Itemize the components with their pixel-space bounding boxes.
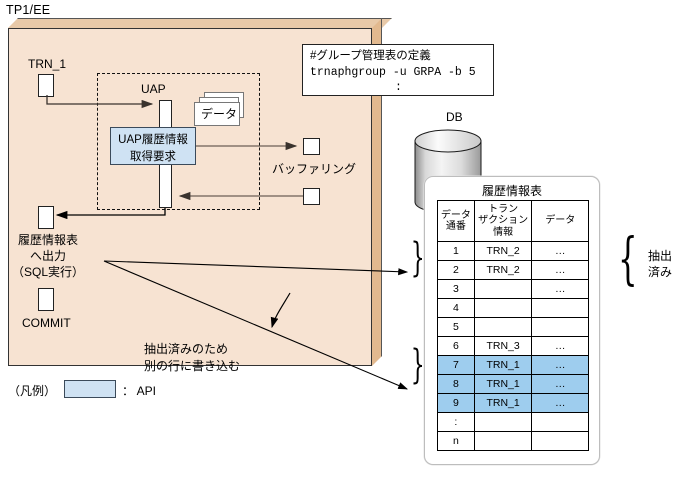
- table-cell-trn: [473, 279, 533, 299]
- db-label: DB: [446, 110, 463, 124]
- history-output-line3: （SQL実行）: [11, 265, 84, 280]
- table-cell-no: 9: [437, 393, 475, 413]
- table-row: 5: [437, 317, 589, 337]
- hdr-trn-l2: ザクション: [478, 215, 529, 227]
- uap-boundary: [97, 73, 260, 210]
- hdr-trn-l1: トラン: [488, 204, 519, 216]
- table-cell-trn: [473, 317, 533, 337]
- table-cell-no: 1: [437, 241, 475, 261]
- trn-label: TRN_1: [28, 57, 67, 71]
- hdr-data-l1: データ: [545, 215, 576, 227]
- commit-process-box: [38, 288, 54, 311]
- table-cell-trn: [473, 298, 533, 318]
- table-cell-no: 4: [437, 298, 475, 318]
- data-card-front: [194, 102, 240, 126]
- api-box-line1: UAP履歴情報: [118, 134, 188, 146]
- table-cell-data: [531, 298, 589, 318]
- table-cell-no: n: [437, 431, 475, 451]
- history-output-line1: 履歴情報表: [17, 233, 78, 247]
- page-title: TP1/EE: [6, 3, 51, 17]
- table-row: n: [437, 431, 589, 451]
- table-cell-trn: TRN_2: [473, 241, 533, 261]
- command-continuation: :: [395, 81, 402, 95]
- uap-label: UAP: [141, 82, 166, 96]
- hdr-no-l1: データ: [440, 209, 471, 221]
- table-cell-trn: TRN_3: [473, 336, 533, 356]
- table-header-cell-no: データ 通番: [437, 200, 475, 242]
- table-cell-no: 2: [437, 260, 475, 280]
- table-cell-data: …: [531, 374, 589, 394]
- table-header-cell-trn: トラン ザクション 情報: [473, 200, 533, 242]
- table-cell-trn: TRN_1: [473, 355, 533, 375]
- table-header-cell-data: データ: [531, 200, 589, 242]
- command-comment: #グループ管理表の定義: [310, 50, 431, 62]
- table-cell-no: 7: [437, 355, 475, 375]
- table-cell-no: 3: [437, 279, 475, 299]
- api-box-line2: 取得要求: [130, 150, 176, 163]
- buffering-box-top: [303, 138, 320, 155]
- extracted-line1: 抽出: [648, 249, 673, 263]
- history-output-process-box: [38, 206, 54, 229]
- table-cell-data: …: [531, 355, 589, 375]
- table-header-row: データ 通番 トラン ザクション 情報 データ: [437, 200, 589, 242]
- hdr-no-l2: 通番: [445, 221, 466, 232]
- table-row: 4: [437, 298, 589, 318]
- table-cell-data: [531, 317, 589, 337]
- extracted-line2: 済み: [648, 265, 673, 280]
- table-cell-no: :: [437, 412, 475, 432]
- commit-label: COMMIT: [22, 316, 71, 330]
- buffering-box-bottom: [303, 188, 320, 205]
- table-cell-trn: [473, 412, 533, 432]
- table-cell-data: [531, 431, 589, 451]
- table-cell-data: …: [531, 336, 589, 356]
- table-cell-trn: TRN_1: [473, 374, 533, 394]
- brace-rows-7-9: }: [410, 342, 425, 388]
- brace-extracted: {: [618, 227, 638, 292]
- table-cell-data: …: [531, 260, 589, 280]
- table-row: 3…: [437, 279, 589, 299]
- table-cell-trn: TRN_1: [473, 393, 533, 413]
- table-cell-trn: TRN_2: [473, 260, 533, 280]
- table-cell-no: 5: [437, 317, 475, 337]
- brace-rows-3-5: }: [410, 235, 425, 281]
- table-cell-no: 8: [437, 374, 475, 394]
- table-cell-data: …: [531, 279, 589, 299]
- table-cell-data: …: [531, 393, 589, 413]
- table-cell-no: 6: [437, 336, 475, 356]
- data-card-label: データ: [200, 107, 237, 121]
- history-output-label: 履歴情報表 へ出力 （SQL実行）: [8, 232, 88, 281]
- hdr-trn-l3: 情報: [493, 226, 514, 238]
- table-row: :: [437, 412, 589, 432]
- api-box-uap-history-request[interactable]: UAP履歴情報 取得要求: [110, 127, 196, 165]
- command-callout-box: #グループ管理表の定義 trnaphgroup -u GRPA -b 5 :: [302, 44, 494, 96]
- table-cell-data: [531, 412, 589, 432]
- history-table-title: 履歴情報表: [481, 184, 542, 198]
- command-line: trnaphgroup -u GRPA -b 5: [310, 65, 476, 79]
- table-cell-data: …: [531, 241, 589, 261]
- extracted-annotation: 抽出 済み: [648, 248, 672, 280]
- trn-process-box: [38, 74, 54, 97]
- buffering-label: バッファリング: [272, 162, 357, 176]
- table-cell-trn: [473, 431, 533, 451]
- legend-prefix: （凡例）: [8, 384, 57, 398]
- history-output-line2: へ出力: [29, 249, 66, 264]
